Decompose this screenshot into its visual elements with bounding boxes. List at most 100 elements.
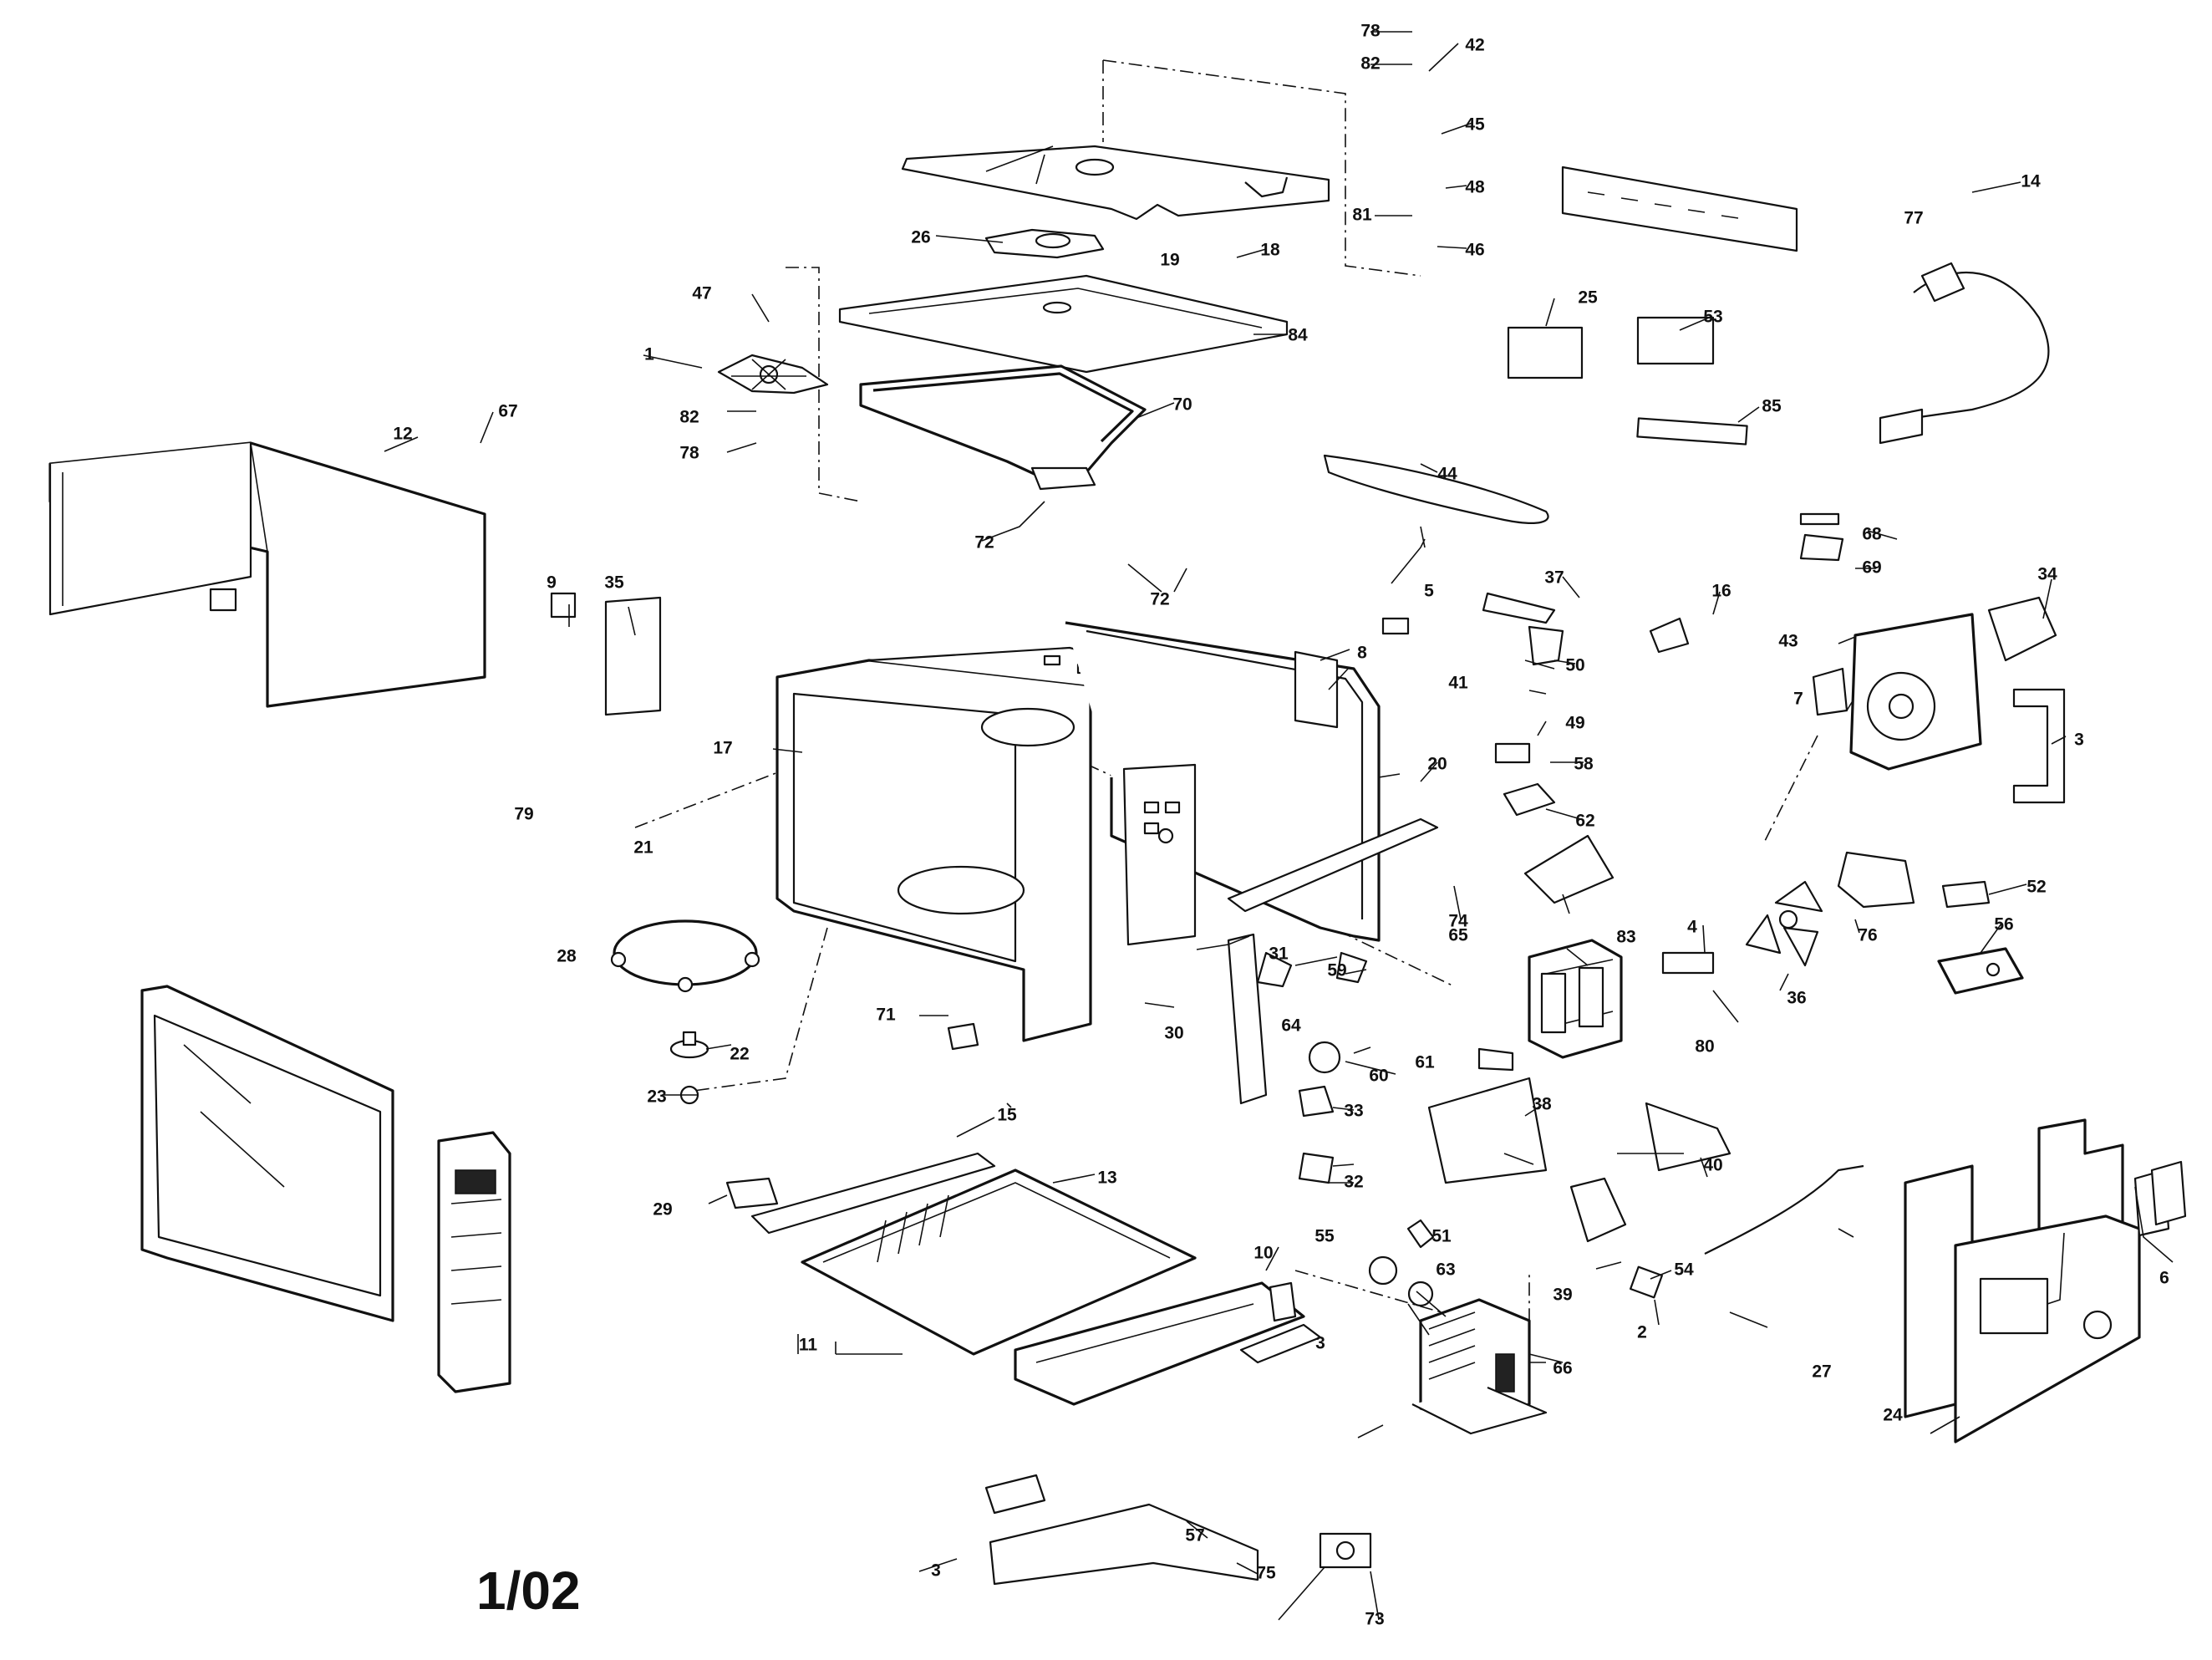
magnetron (1528, 939, 1623, 1059)
part-callout: 25 (1578, 288, 1598, 308)
part-callout: 3 (2074, 731, 2084, 750)
page-code: 1/02 (476, 1561, 581, 1621)
part-callout: 42 (1465, 36, 1484, 55)
part-callout: 83 (1616, 928, 1635, 947)
part-callout: 69 (1862, 558, 1881, 578)
rear-panel (1954, 1214, 2141, 1444)
fan-motor-housing (1849, 596, 2066, 804)
part-callout: 38 (1532, 1095, 1552, 1114)
fan-blade (1745, 880, 1823, 967)
part-callout: 51 (1431, 1227, 1452, 1246)
part-callout: 82 (679, 408, 699, 427)
part-callout: 26 (911, 228, 930, 247)
oven-cavity (775, 646, 1247, 1042)
part-callout: 76 (1858, 926, 1877, 945)
part-callout: 68 (1862, 525, 1882, 544)
part-callout: 57 (1185, 1526, 1204, 1545)
part-callout: 84 (1288, 326, 1308, 345)
part-callout: 36 (1787, 989, 1806, 1008)
part-callout: 45 (1465, 115, 1485, 135)
part-callout: 9 (547, 573, 557, 593)
part-callout: 82 (1360, 54, 1380, 74)
part-callout: 2 (1637, 1323, 1647, 1342)
part-callout: 32 (1344, 1173, 1363, 1192)
part-callout: 23 (647, 1087, 666, 1107)
oven-door (140, 985, 394, 1322)
part-callout: 17 (713, 739, 732, 758)
part-callout: 72 (1150, 590, 1169, 609)
part-callout: 59 (1327, 961, 1346, 980)
label-plate-85 (1636, 417, 1748, 446)
part-callout: 1 (644, 345, 654, 364)
part-callout: 31 (1269, 945, 1289, 964)
part-callout: 67 (498, 402, 517, 421)
part-callout: 55 (1314, 1227, 1335, 1246)
part-callout: 34 (2037, 565, 2057, 584)
part-callout: 73 (1365, 1610, 1384, 1629)
part-callout: 47 (692, 284, 711, 303)
heater-element (859, 364, 1147, 491)
part-callout: 63 (1436, 1260, 1455, 1280)
power-cord (1879, 262, 2050, 445)
top-cover-plate (901, 145, 1330, 221)
control-bracket (1122, 763, 1197, 946)
turntable-coupler (669, 1031, 709, 1059)
part-callout: 64 (1281, 1016, 1301, 1036)
label-plate-1 (1507, 326, 1584, 379)
part-callout: 53 (1703, 308, 1722, 327)
stirrer-fan (717, 354, 829, 395)
part-callout: 41 (1448, 674, 1468, 693)
part-callout: 50 (1565, 656, 1584, 675)
rear-base-plate (1014, 1281, 1305, 1406)
part-callout: 22 (730, 1045, 749, 1064)
part-callout: 78 (679, 444, 699, 463)
part-callout: 10 (1253, 1244, 1273, 1263)
part-callout: 29 (653, 1200, 672, 1220)
part-callout: 18 (1260, 241, 1280, 260)
part-callout: 58 (1574, 755, 1594, 774)
part-callout: 62 (1575, 812, 1594, 831)
part-callout: 75 (1256, 1564, 1276, 1583)
part-callout: 5 (1424, 582, 1434, 601)
part-callout: 24 (1883, 1406, 1903, 1425)
part-callout: 3 (1315, 1334, 1325, 1353)
cavity-top-plate (838, 274, 1289, 374)
part-callout: 52 (2026, 878, 2046, 897)
base-plate (801, 1169, 1197, 1356)
part-callout: 70 (1172, 395, 1192, 415)
part-callout: 78 (1360, 22, 1381, 41)
part-callout: 74 (1448, 912, 1468, 931)
part-callout: 21 (633, 838, 653, 858)
part-callout: 13 (1097, 1169, 1116, 1188)
part-callout: 66 (1553, 1359, 1572, 1378)
leader-lines (384, 31, 2174, 1621)
part-callout: 39 (1553, 1286, 1572, 1305)
outer-case (48, 441, 486, 708)
part-callout: 27 (1812, 1362, 1831, 1382)
part-callout: 4 (1687, 918, 1697, 937)
part-callout: 16 (1711, 582, 1731, 601)
part-callout: 61 (1415, 1053, 1435, 1072)
part-callout: 43 (1778, 632, 1798, 651)
part-callout: 71 (876, 1006, 896, 1025)
part-callout: 35 (604, 573, 624, 593)
part-callout: 65 (1448, 926, 1468, 945)
part-callout: 19 (1160, 251, 1179, 270)
part-callout: 54 (1674, 1260, 1694, 1280)
part-callout: 6 (2159, 1269, 2169, 1288)
part-callout: 33 (1344, 1102, 1363, 1121)
part-callout: 79 (514, 805, 533, 824)
part-callout: 3 (931, 1561, 941, 1581)
part-callout: 8 (1357, 644, 1367, 663)
high-voltage-capacitor (1937, 947, 2024, 995)
part-callout: 15 (997, 1106, 1017, 1125)
part-callout: 56 (1994, 915, 2013, 934)
part-callout: 14 (2021, 172, 2041, 191)
side-rail (1227, 817, 1439, 913)
part-callout: 40 (1703, 1156, 1722, 1175)
part-callout: 30 (1164, 1024, 1183, 1043)
high-voltage-transformer (1411, 1298, 1548, 1435)
part-callout: 12 (393, 425, 412, 444)
part-callout: 7 (1793, 690, 1803, 709)
